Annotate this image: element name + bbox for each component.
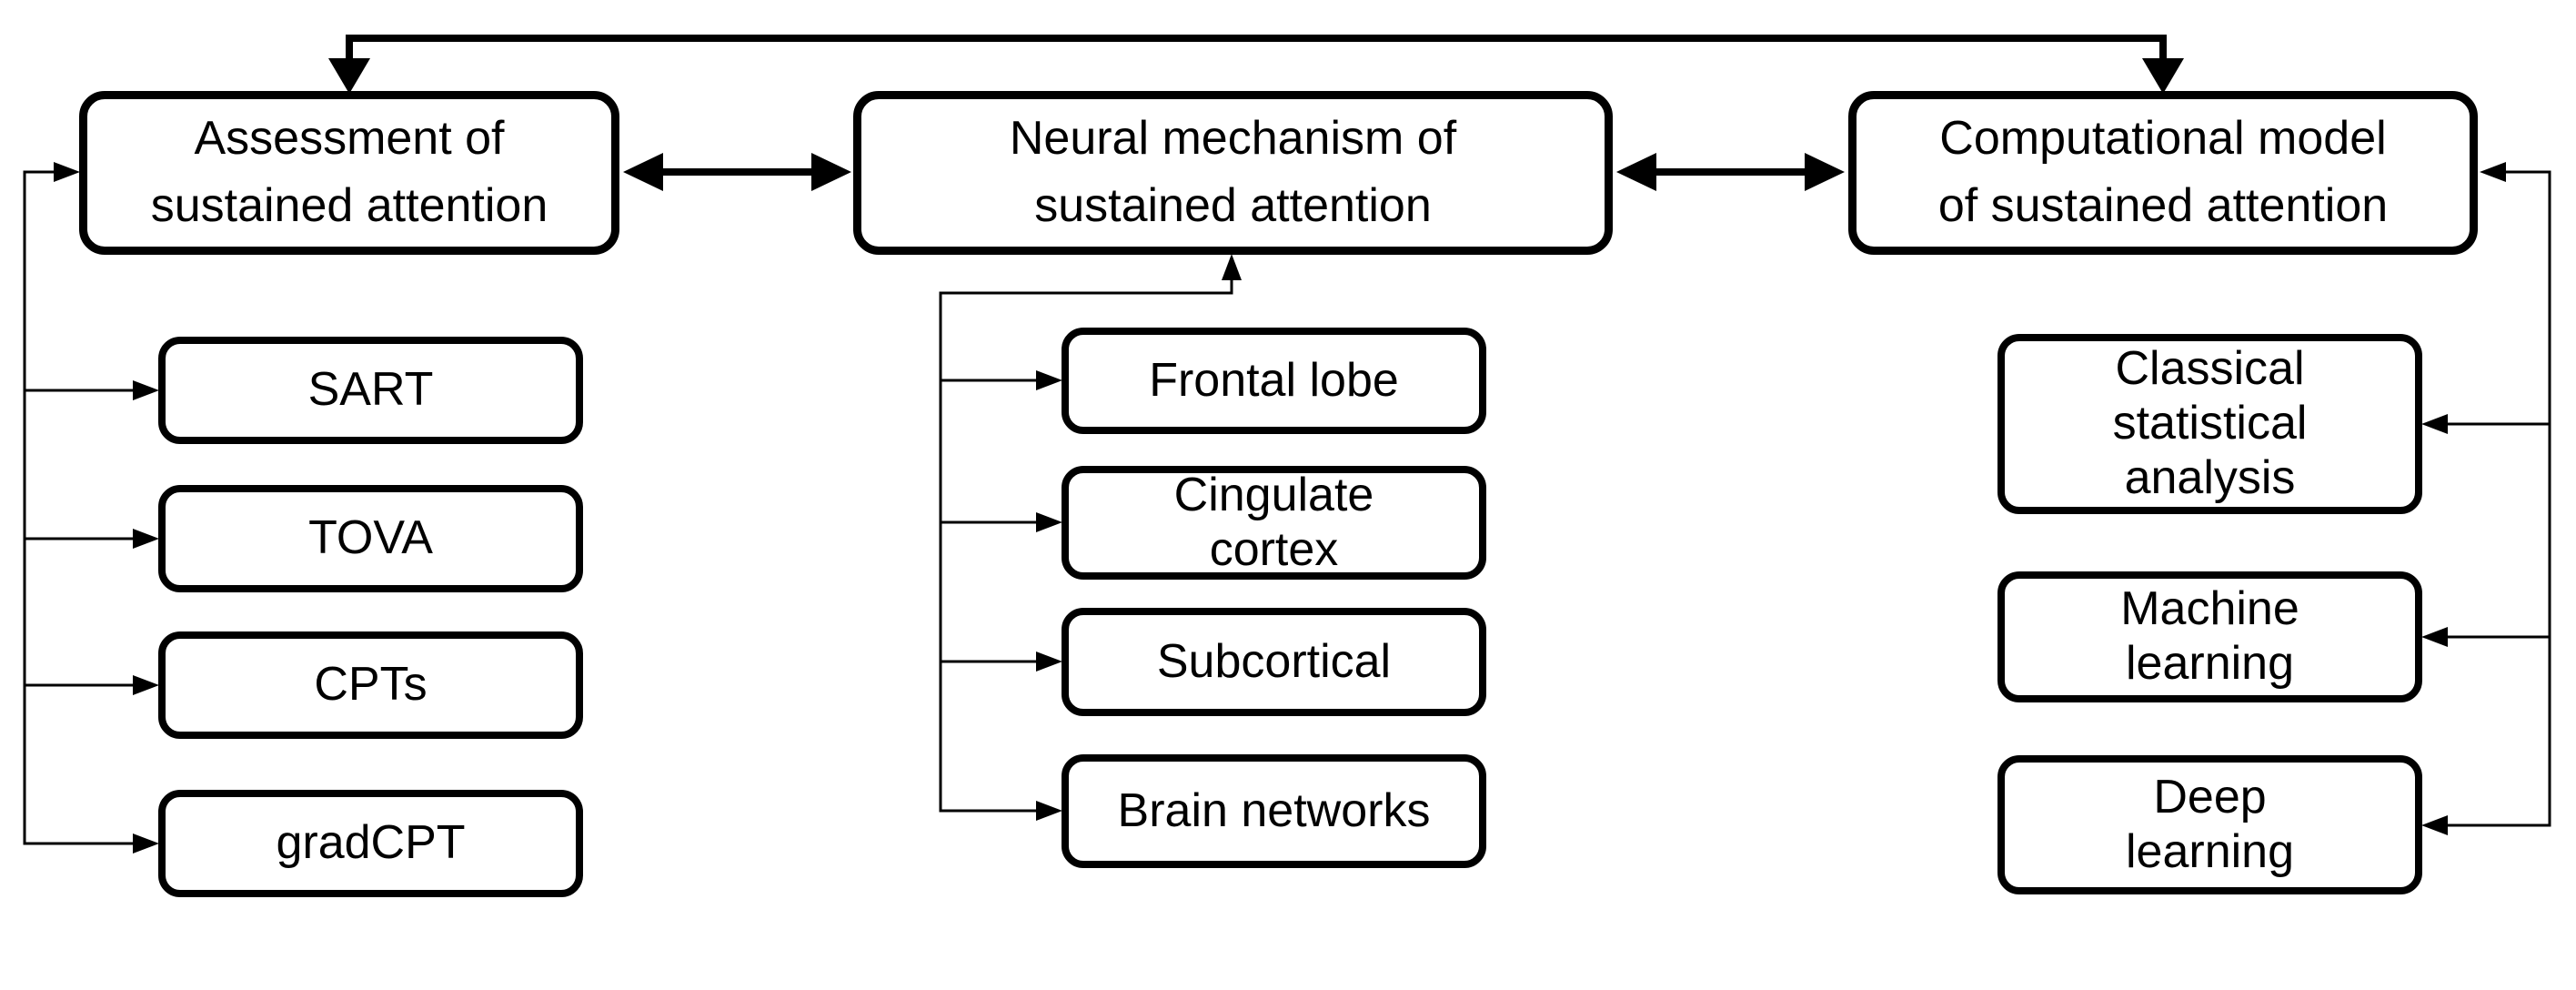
arrowhead-down-into-computational	[2142, 58, 2184, 94]
cingulate-cortex-box-label: Cingulate cortex	[1173, 468, 1374, 576]
gradcpt-box: gradCPT	[158, 790, 583, 897]
brain-networks-box-label: Brain networks	[1117, 783, 1431, 837]
sart-box: SART	[158, 337, 583, 444]
computational-model-box: Computational model of sustained attenti…	[1848, 91, 2478, 255]
arrowhead-into-computational-right	[2480, 162, 2506, 182]
cingulate-cortex-box: Cingulate cortex	[1062, 466, 1486, 580]
top-loop-arrow	[328, 35, 2184, 94]
machine-learning-box-label: Machine learning	[2120, 582, 2299, 690]
tova-box-label: TOVA	[308, 511, 433, 565]
assessment-box: Assessment of sustained attention	[79, 91, 619, 255]
deep-learning-box: Deep learning	[1997, 755, 2422, 894]
subcortical-box-label: Subcortical	[1156, 634, 1392, 688]
arrowhead-up-into-neural	[1222, 254, 1242, 280]
assessment-neural-double-arrow	[623, 153, 851, 191]
neural-computational-double-arrow	[1616, 153, 1845, 191]
frontal-lobe-box: Frontal lobe	[1062, 328, 1486, 434]
computational-model-box-label: Computational model of sustained attenti…	[1937, 112, 2389, 232]
classical-statistical-analysis-box: Classical statistical analysis	[1997, 334, 2422, 514]
frontal-lobe-box-label: Frontal lobe	[1149, 353, 1399, 407]
cpts-box-label: CPTs	[314, 658, 428, 712]
brain-networks-box: Brain networks	[1062, 754, 1486, 868]
deep-learning-box-label: Deep learning	[2125, 770, 2295, 878]
subcortical-box: Subcortical	[1062, 608, 1486, 716]
assessment-box-label: Assessment of sustained attention	[150, 112, 548, 232]
tova-box: TOVA	[158, 485, 583, 592]
arrowhead-into-assessment-left	[54, 162, 80, 182]
machine-learning-box: Machine learning	[1997, 571, 2422, 702]
neural-mechanism-box: Neural mechanism of sustained attention	[853, 91, 1613, 255]
classical-statistical-analysis-box-label: Classical statistical analysis	[2112, 342, 2308, 504]
assessment-children-connector	[23, 162, 159, 854]
gradcpt-box-label: gradCPT	[276, 816, 466, 870]
cpts-box: CPTs	[158, 631, 583, 739]
arrowhead-down-into-assessment	[328, 58, 370, 94]
neural-children-connector	[939, 254, 1242, 821]
sart-box-label: SART	[307, 363, 434, 417]
computational-children-connector	[2421, 162, 2551, 835]
neural-mechanism-box-label: Neural mechanism of sustained attention	[1009, 112, 1457, 232]
